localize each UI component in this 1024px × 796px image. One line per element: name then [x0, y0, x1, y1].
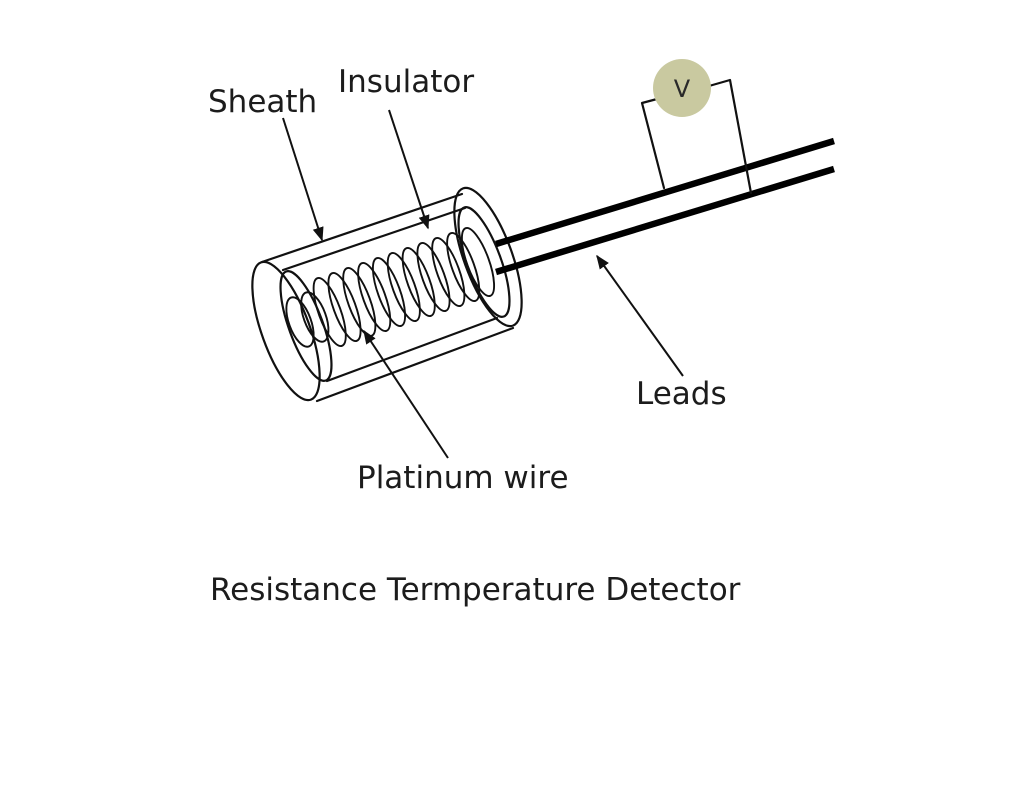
coil-turn — [401, 247, 436, 317]
platinum-wire-arrow — [363, 329, 449, 459]
coil-turn — [285, 296, 315, 348]
voltmeter-circuit: V — [640, 59, 753, 195]
leads-wires — [495, 137, 835, 276]
sheath-arrow — [282, 117, 324, 242]
coil-turn — [371, 257, 407, 327]
sheath-cylinder — [251, 186, 523, 403]
coil-turn — [357, 262, 392, 332]
insulator-arrow — [388, 109, 430, 230]
insulator-label: Insulator — [338, 64, 474, 100]
leads-label: Leads — [636, 376, 727, 412]
sheath-label: Sheath — [208, 84, 317, 120]
coil-turn — [460, 227, 496, 297]
leads-arrow — [596, 254, 684, 377]
coil-turn — [386, 252, 421, 322]
coil-turn — [446, 232, 481, 302]
coil-turn — [327, 272, 362, 342]
coil-turn — [431, 237, 466, 307]
platinum-coil — [285, 227, 496, 348]
platinum-wire-label: Platinum wire — [357, 460, 569, 496]
coil-turn — [312, 277, 347, 347]
voltmeter-symbol: V — [674, 75, 691, 103]
voltmeter-circle — [653, 59, 711, 117]
coil-turn — [300, 291, 330, 343]
coil-turn — [416, 242, 451, 312]
diagram-caption: Resistance Termperature Detector — [210, 572, 741, 608]
